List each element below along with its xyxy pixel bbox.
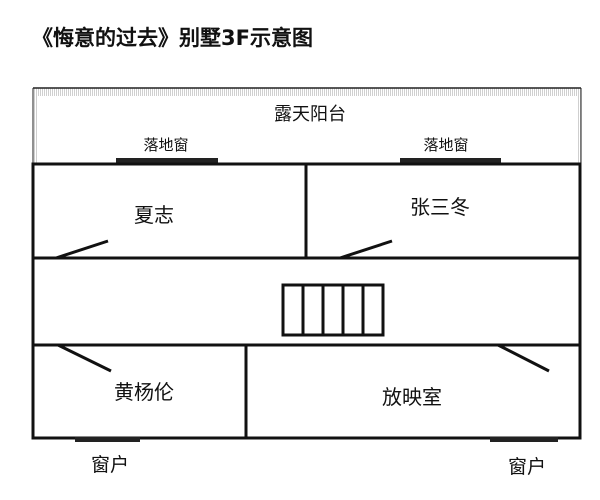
room-label-top-right: 张三冬 (410, 195, 470, 219)
balcony-label: 露天阳台 (274, 104, 346, 125)
window-label-right: 窗户 (508, 456, 546, 478)
french-window-right (400, 158, 501, 163)
french-window-label-right: 落地窗 (423, 136, 468, 154)
window-bottom-right (490, 437, 558, 442)
french-window-label-left: 落地窗 (143, 136, 188, 154)
door-top-right (339, 239, 393, 260)
room-label-bottom-right: 放映室 (382, 385, 442, 409)
door-top-left (55, 239, 109, 260)
door-bottom-right (497, 343, 550, 373)
balcony-hatch-left (33, 88, 37, 164)
balcony-hatch-top (33, 88, 581, 96)
diagram-title: 《悔意的过去》别墅3F示意图 (32, 26, 313, 50)
balcony-hatch-right (577, 88, 581, 164)
door-bottom-left (57, 343, 112, 373)
window-bottom-left (75, 437, 140, 442)
room-label-bottom-left: 黄杨伦 (114, 380, 174, 404)
staircase (281, 283, 385, 337)
room-label-top-left: 夏志 (134, 203, 174, 227)
french-window-left (116, 158, 218, 163)
balcony-area (33, 88, 581, 164)
window-label-left: 窗户 (91, 454, 129, 476)
